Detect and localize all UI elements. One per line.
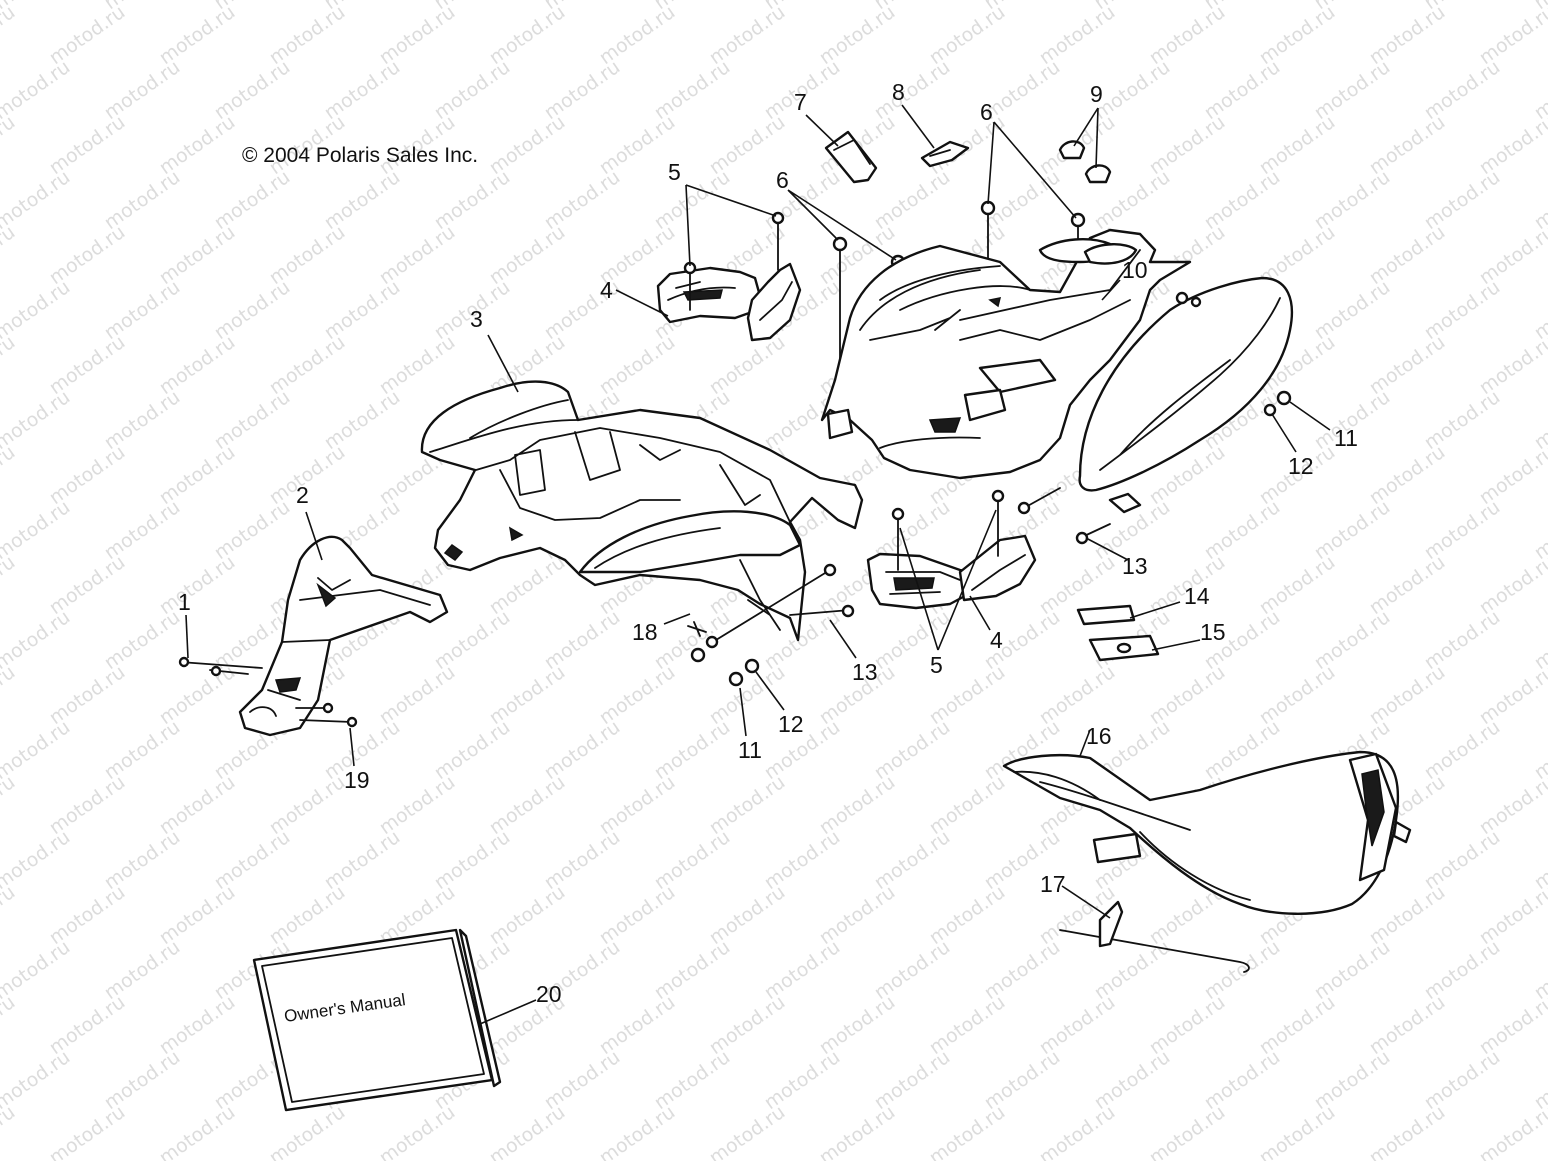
screw-part-13-rear	[1017, 487, 1111, 545]
watermark-text: motod.ru	[0, 441, 19, 509]
watermark-text: motod.ru	[0, 1101, 19, 1161]
callout-2: 2	[296, 482, 309, 508]
watermark-text: motod.ru	[0, 56, 74, 124]
owners-manual-part-20: Owner's Manual	[252, 928, 502, 1112]
washer-part-12-rear	[1263, 403, 1277, 417]
watermark-text: motod.ru	[155, 1101, 239, 1161]
seat-part-16	[1002, 750, 1412, 915]
watermark-text: motod.ru	[0, 1046, 74, 1114]
bolt-part-19	[295, 702, 358, 728]
nut-part-11-front	[690, 647, 744, 687]
watermark-text: motod.ru	[485, 1101, 569, 1161]
watermark-text: motod.ru	[0, 826, 74, 894]
watermark-text: motod.ru	[925, 1101, 1009, 1161]
bolt-part-1	[178, 656, 263, 677]
watermark-text: motod.ru	[0, 991, 19, 1059]
callout-7: 7	[794, 89, 807, 115]
watermark-text: motod.ru	[0, 276, 74, 344]
watermark-text: motod.ru	[0, 166, 74, 234]
screw-part-5-bottom	[891, 489, 1005, 571]
callout-20: 20	[536, 981, 562, 1007]
rear-fender-right	[1078, 276, 1294, 514]
callout-12-rear: 12	[1288, 453, 1314, 479]
bracket-part-8	[920, 140, 970, 168]
fastener-part-18	[687, 621, 707, 637]
callout-17: 17	[1040, 871, 1066, 897]
watermark-text: motod.ru	[45, 1101, 129, 1161]
watermark-text: motod.ru	[1475, 1101, 1548, 1161]
side-panel-part-4-top	[656, 262, 802, 342]
callout-11-front: 11	[738, 737, 762, 763]
watermark-text: motod.ru	[0, 1, 19, 69]
watermark-text: motod.ru	[0, 881, 19, 949]
callout-9: 9	[1090, 81, 1103, 107]
watermark-text: motod.ru	[375, 1101, 459, 1161]
watermark-text: motod.ru	[0, 551, 19, 619]
callout-5-bottom: 5	[930, 652, 943, 678]
callout-13-front: 13	[852, 659, 878, 685]
callout-8: 8	[892, 79, 905, 105]
watermark-text: motod.ru	[265, 1101, 349, 1161]
bracket-part-7	[824, 130, 878, 184]
callout-6-left: 6	[776, 167, 789, 193]
callout-3: 3	[470, 306, 483, 332]
callout-5-top: 5	[668, 159, 681, 185]
callout-1: 1	[178, 589, 191, 615]
watermark-text: motod.ru	[0, 716, 74, 784]
watermark-text: motod.ru	[1255, 1101, 1339, 1161]
front-fender-part-3	[420, 380, 864, 642]
watermark-text: motod.ru	[1035, 1101, 1119, 1161]
leader-lines	[185, 104, 1331, 1025]
watermark-text: motod.ru	[0, 936, 74, 1004]
copyright-text: © 2004 Polaris Sales Inc.	[242, 144, 478, 167]
decal-part-15	[1088, 634, 1160, 662]
callout-10: 10	[1122, 257, 1148, 283]
callout-11-rear: 11	[1334, 425, 1358, 451]
watermark-text: motod.ru	[0, 661, 19, 729]
watermark-text: motod.ru	[0, 331, 19, 399]
callout-18: 18	[632, 619, 658, 645]
watermark-text: motod.ru	[1145, 1101, 1229, 1161]
callout-14: 14	[1184, 583, 1210, 609]
callout-16: 16	[1086, 723, 1112, 749]
watermark-text: motod.ru	[815, 1101, 899, 1161]
rear-body-part-10	[820, 228, 1192, 480]
watermark-text: motod.ru	[0, 221, 19, 289]
decal-part-14	[1076, 604, 1136, 626]
side-panel-part-4-bottom	[866, 534, 1037, 610]
screw-part-13-front	[715, 563, 855, 641]
callout-12-front: 12	[778, 711, 804, 737]
washer-part-12-front	[705, 635, 760, 674]
callout-6-right: 6	[980, 99, 993, 125]
callout-numbers: 1 2 3 4 4 5 5 6 6 7 8 9 10 11 11 12 12 1…	[178, 79, 1358, 1007]
cap-part-9	[1058, 140, 1112, 184]
front-bumper-part-2	[238, 535, 449, 737]
callout-4-top: 4	[600, 277, 613, 303]
watermark-text: motod.ru	[595, 1101, 679, 1161]
watermark-text: motod.ru	[0, 386, 74, 454]
watermark-text: motod.ru	[705, 1101, 789, 1161]
callout-15: 15	[1200, 619, 1226, 645]
watermark-text: motod.ru	[0, 496, 74, 564]
watermark-text: motod.ru	[0, 111, 19, 179]
latch-part-17	[1059, 900, 1250, 973]
watermark-text: motod.ru	[0, 606, 74, 674]
callout-13-rear: 13	[1122, 553, 1148, 579]
watermark-text: motod.ru	[1365, 1101, 1449, 1161]
screw-part-5-top	[683, 211, 785, 311]
callout-4-bottom: 4	[990, 627, 1003, 653]
callout-19: 19	[344, 767, 370, 793]
watermark-text: motod.ru	[0, 771, 19, 839]
nut-part-11-rear	[1276, 390, 1292, 406]
